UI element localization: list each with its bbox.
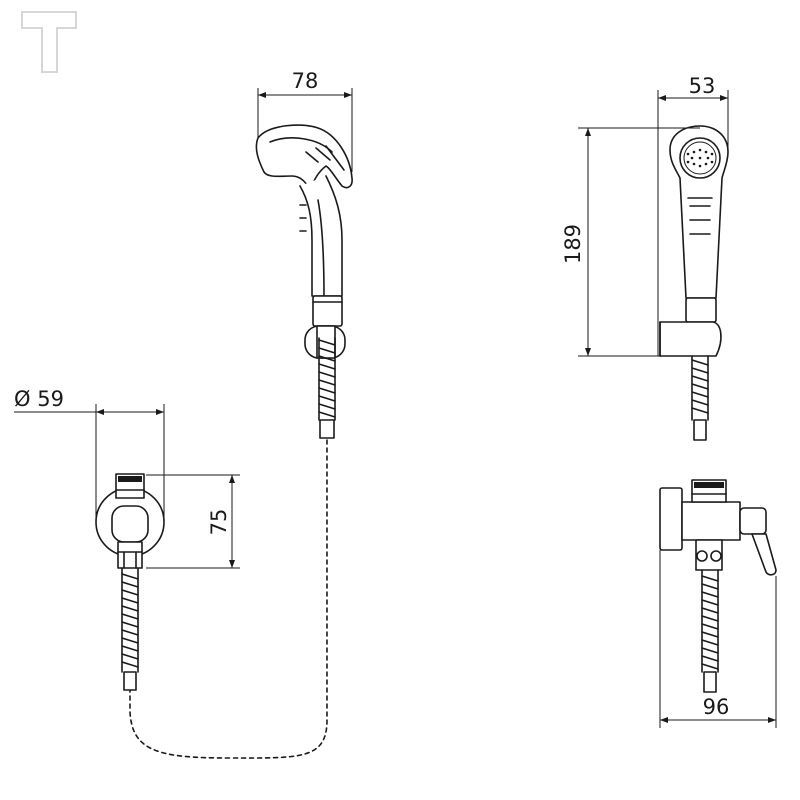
handshower-depth-label: 53 [689,74,716,98]
dimension-diameter-59 [14,404,165,522]
handshower-side-view [659,125,729,441]
dimension-75 [146,474,240,569]
spray-nozzles [686,148,714,168]
dimension-78 [257,88,353,172]
handshower-front-view [255,124,353,439]
valve-projection-label: 96 [703,695,730,719]
valve-height-label: 75 [207,509,231,536]
dimension-189 [578,127,700,357]
valve-side-view [659,479,777,693]
valve-diameter-label: Ø 59 [14,387,64,411]
dimension-96 [659,550,777,728]
valve-front-view [95,473,165,691]
brand-logo-icon [21,11,77,73]
handshower-height-label: 189 [561,224,585,264]
handshower-width-label: 78 [292,69,319,93]
dimension-53 [657,90,729,356]
flexible-hose-dashed [129,439,328,759]
